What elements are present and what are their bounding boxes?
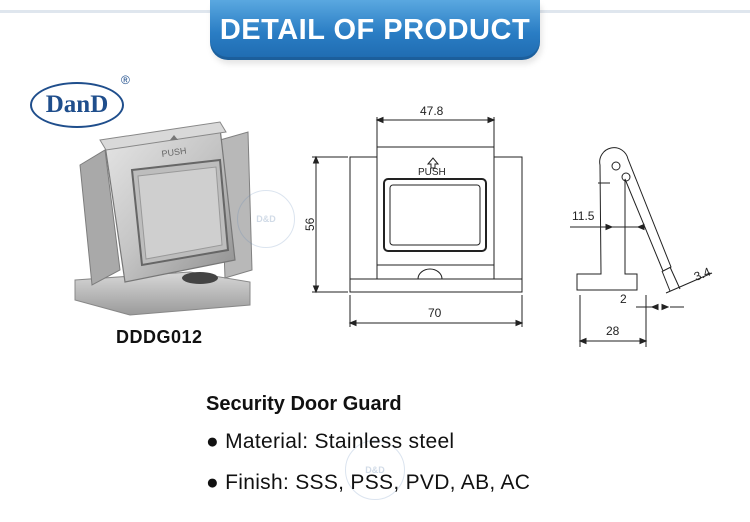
dim-side-base: 2	[620, 292, 627, 306]
dim-side-thickness: 3.4	[692, 264, 713, 283]
dim-side-depth: 28	[606, 324, 620, 338]
product-name: Security Door Guard	[206, 393, 402, 415]
front-push-label: PUSH	[418, 167, 446, 178]
dim-bottom-width: 70	[428, 306, 442, 320]
dim-top-width: 47.8	[420, 104, 444, 118]
bullet-icon: ●	[206, 430, 219, 453]
banner-title: DETAIL OF PRODUCT	[219, 13, 531, 46]
registered-mark: ®	[121, 73, 130, 87]
dim-height: 56	[303, 217, 317, 231]
spec-material: ● Material: Stainless steel	[206, 430, 454, 454]
watermark-seal: D&D	[237, 190, 295, 248]
watermark-text-2: D&D	[365, 465, 385, 475]
dim-side-arm: 11.5	[572, 209, 595, 223]
watermark-seal-2: D&D	[345, 440, 405, 500]
spec-finish: ● Finish: SSS, PSS, PVD, AB, AC	[206, 471, 530, 495]
push-arrow-icon	[170, 135, 178, 140]
bullet-icon: ●	[206, 471, 219, 494]
brand-logo: DanD	[30, 82, 124, 128]
logo-text: DanD	[45, 91, 109, 118]
technical-drawing: 47.8 56 PUSH 70 11.5 3.4 2 28	[303, 104, 713, 347]
watermark-text: D&D	[256, 214, 276, 224]
photo-push-text: PUSH	[161, 146, 187, 159]
spec-text: Material: Stainless steel	[225, 430, 455, 453]
model-number: DDDG012	[116, 327, 203, 347]
product-photo: PUSH	[74, 121, 253, 316]
spec-text: Finish: SSS, PSS, PVD, AB, AC	[225, 471, 531, 494]
section-banner: DETAIL OF PRODUCT	[210, 0, 540, 60]
